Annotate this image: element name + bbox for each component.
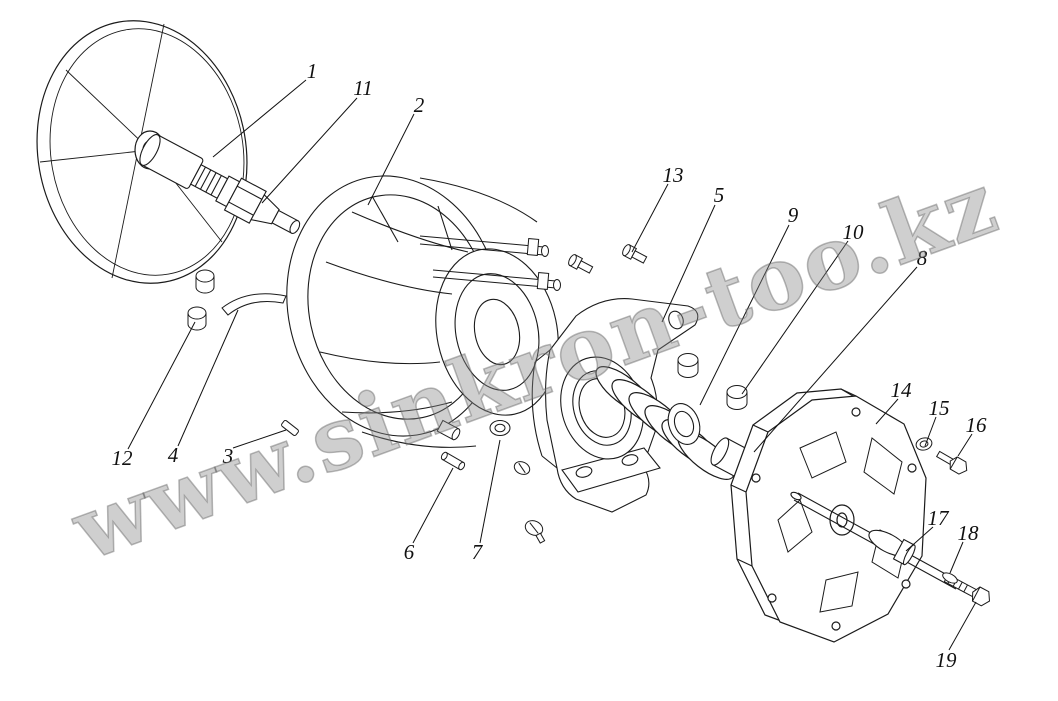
- callout-19: 19: [936, 601, 977, 672]
- callout-18-label: 18: [958, 521, 980, 545]
- callout-1: 1: [212, 59, 318, 158]
- callout-10-label: 10: [843, 220, 865, 244]
- callout-3: 3: [222, 429, 287, 468]
- cover-plate: [730, 388, 927, 643]
- callout-3-label: 3: [222, 444, 234, 468]
- bolts-13: [568, 244, 648, 274]
- callout-13-label: 13: [663, 163, 684, 187]
- rod-17: [790, 491, 961, 590]
- bolt-16: [935, 450, 968, 475]
- callout-11: 11: [261, 76, 373, 204]
- callout-4: 4: [168, 309, 239, 467]
- callout-15: 15: [924, 396, 950, 447]
- callout-9-label: 9: [788, 203, 799, 227]
- callout-7-label: 7: [472, 540, 484, 564]
- callout-10: 10: [741, 220, 865, 395]
- shaft-assembly: [139, 134, 301, 235]
- callout-2: 2: [367, 93, 425, 206]
- callout-12-label: 12: [112, 446, 134, 470]
- callout-14-label: 14: [891, 378, 913, 402]
- callout-1-label: 1: [307, 59, 318, 83]
- callout-17: 17: [905, 506, 951, 552]
- callout-11-label: 11: [353, 76, 372, 100]
- seal-ring: [667, 403, 701, 445]
- callout-13: 13: [631, 163, 684, 253]
- callout-18: 18: [949, 521, 980, 574]
- callout-6-label: 6: [404, 540, 415, 564]
- clutch-housing: [286, 175, 559, 448]
- screws: [513, 461, 546, 544]
- callout-15-label: 15: [929, 396, 950, 420]
- washer-15: [915, 437, 933, 451]
- callout-19-label: 19: [936, 648, 958, 672]
- nut-7: [489, 420, 511, 436]
- housing-studs: [419, 235, 561, 441]
- callout-17-label: 17: [928, 506, 951, 530]
- callout-2-label: 2: [414, 93, 425, 117]
- bolt-18-19: [942, 572, 990, 607]
- callout-16: 16: [957, 413, 988, 457]
- callout-7: 7: [472, 439, 501, 564]
- nuts-12: [187, 269, 215, 331]
- callout-14: 14: [875, 378, 913, 425]
- callout-6: 6: [404, 467, 454, 564]
- callout-4-label: 4: [168, 443, 179, 467]
- nuts-10: [677, 353, 748, 410]
- pin-3: [281, 420, 299, 436]
- lever-blade: [221, 293, 287, 316]
- callout-5-label: 5: [714, 183, 725, 207]
- callout-9: 9: [699, 203, 799, 406]
- callout-8-label: 8: [917, 246, 928, 270]
- callout-16-label: 16: [966, 413, 988, 437]
- callout-8: 8: [753, 246, 928, 453]
- roller-pin-6: [440, 451, 466, 471]
- callout-12: 12: [112, 321, 196, 470]
- callout-5: 5: [661, 183, 725, 323]
